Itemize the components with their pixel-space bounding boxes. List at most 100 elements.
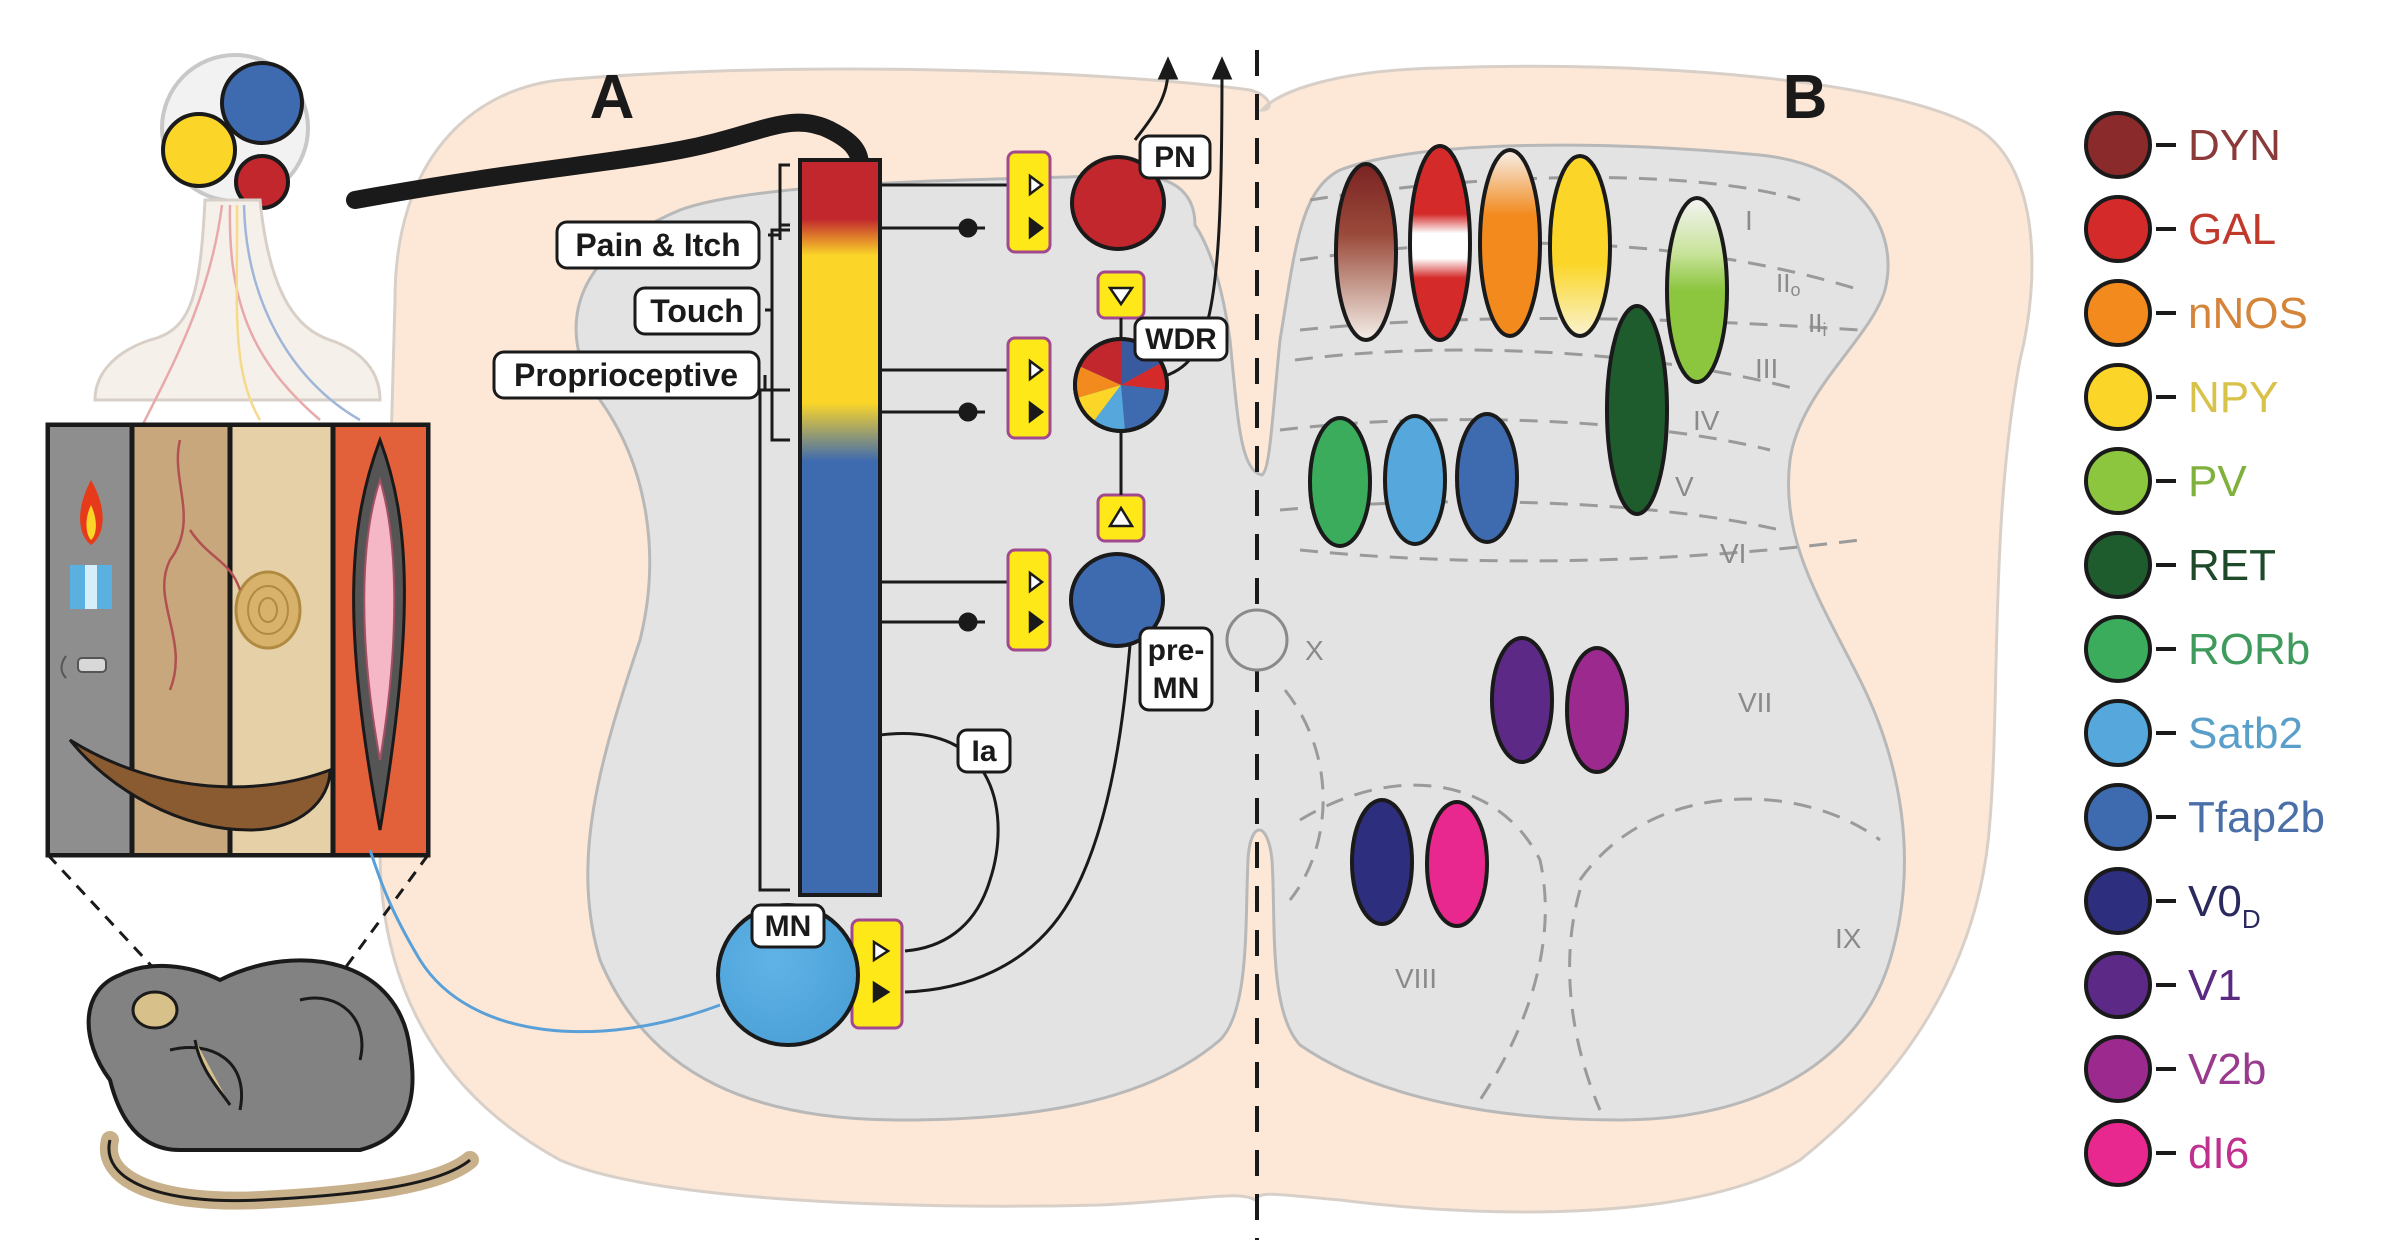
ellipse-gal [1408,144,1472,342]
legend-swatch [2084,111,2152,179]
legend-label: DYN [2188,121,2281,170]
pre-mn-projection [904,644,1132,994]
label-ia-text: Ia [971,735,996,768]
legend-swatch [2084,699,2152,767]
ellipse-rorb [1308,416,1372,548]
legend-item-pv: PV [2084,447,2247,515]
ellipse-npy [1548,154,1612,338]
afferent-label-proprioceptive-text: Proprioceptive [514,357,738,393]
legend-label: NPY [2188,373,2278,422]
lamina-iio: IIo [1776,268,1800,300]
legend-item-v1: V1 [2084,951,2242,1019]
label-mn-text: MN [765,910,812,943]
legend-swatch [2084,195,2152,263]
synapse-box-wdr-bottom [1096,493,1146,543]
afferent-label-pain-itch: Pain & Itch [555,220,761,270]
pre-mn-neuron [1069,552,1165,648]
ellipse-tfap2b [1455,412,1519,544]
legend-label: PV [2188,457,2247,506]
legend-swatch [2084,1035,2152,1103]
ellipse-dyn [1334,162,1398,342]
label-ia: Ia [956,728,1012,774]
motor-axon [368,849,721,1034]
label-pre-mn-line2: MN [1153,672,1200,705]
label-pn-text: PN [1154,141,1196,174]
legend-label: Tfap2b [2188,793,2325,842]
lamina-iii: III [1755,353,1778,384]
legend-item-gal: GAL [2084,195,2276,263]
label-pre-mn: pre- MN [1138,626,1214,712]
legend-label: Satb2 [2188,709,2303,758]
legend-label: GAL [2188,205,2276,254]
legend-label: V0D [2188,877,2261,934]
lamina-vi: VI [1720,538,1746,569]
legend-item-ret: RET [2084,531,2276,599]
legend-swatch [2084,951,2152,1019]
label-wdr-text: WDR [1145,323,1217,356]
flame-icon [80,480,103,545]
lamina-v: V [1675,471,1694,502]
synapse-box-1 [1006,150,1052,254]
label-mn: MN [750,903,826,949]
legend-label: dI6 [2188,1129,2249,1178]
legend-swatch [2084,531,2152,599]
legend-swatch [2084,867,2152,935]
tissue-panel [45,422,431,858]
label-pre-mn-line1: pre- [1148,634,1205,667]
legend-item-di6: dI6 [2084,1119,2249,1187]
label-pn: PN [1138,134,1212,180]
legend-item-npy: NPY [2084,363,2278,431]
legend-item-tfap2b: Tfap2b [2084,783,2325,851]
pn-neuron [1070,155,1166,251]
afferent-brackets [758,163,790,892]
legend-item-nnos: nNOS [2084,279,2308,347]
mouse-illustration [86,958,479,1210]
legend-swatch [2084,279,2152,347]
synapse-box-wdr-top [1096,270,1146,320]
afferent-label-touch: Touch [633,286,761,336]
sensory-fibers [138,204,361,431]
afferent-bar [798,158,882,897]
afferent-label-pain-itch-text: Pain & Itch [575,227,740,263]
population-ellipses [1308,144,1729,928]
panel-label-b: B [1783,63,1828,132]
lamina-iii-inner: IIi [1808,308,1826,340]
cold-icon [70,565,112,609]
wdr-neuron [1073,337,1169,433]
central-canal [1225,608,1289,672]
lamina-iv: IV [1693,405,1720,436]
legend-item-dyn: DYN [2084,111,2281,179]
panel-label-a: A [590,63,635,132]
ellipse-satb2 [1383,414,1447,546]
lamina-labels: I IIo IIi III IV V VI VII VIII IX X [1305,205,1862,994]
ellipse-v2b [1565,646,1629,774]
ellipse-v0d [1350,798,1414,926]
afferent-synapse-lines [880,183,1015,632]
drg-cluster [160,53,310,210]
legend-swatch [2084,363,2152,431]
synapse-box-3 [1006,548,1052,652]
legend-label: RORb [2188,625,2310,674]
ia-loop [879,732,1000,953]
legend-item-v2b: V2b [2084,1035,2266,1103]
afferent-label-touch-text: Touch [650,293,744,329]
legend-swatch [2084,783,2152,851]
legend-item-satb2: Satb2 [2084,699,2303,767]
synapse-box-2 [1006,336,1052,440]
legend-label: RET [2188,541,2276,590]
legend-item-rorb: RORb [2084,615,2310,683]
lamina-ix: IX [1835,923,1862,954]
legend-label: V2b [2188,1045,2266,1094]
legend-label: V1 [2188,961,2242,1010]
afferent-label-proprioceptive: Proprioceptive [492,350,761,400]
legend-swatch [2084,615,2152,683]
legend-swatch [2084,447,2152,515]
legend-label: nNOS [2188,289,2308,338]
ellipse-nnos [1478,148,1542,338]
ellipse-v1 [1490,636,1554,764]
legend-item-v0: V0D [2084,867,2261,935]
central-axon [346,113,839,209]
lamina-x: X [1305,635,1324,666]
